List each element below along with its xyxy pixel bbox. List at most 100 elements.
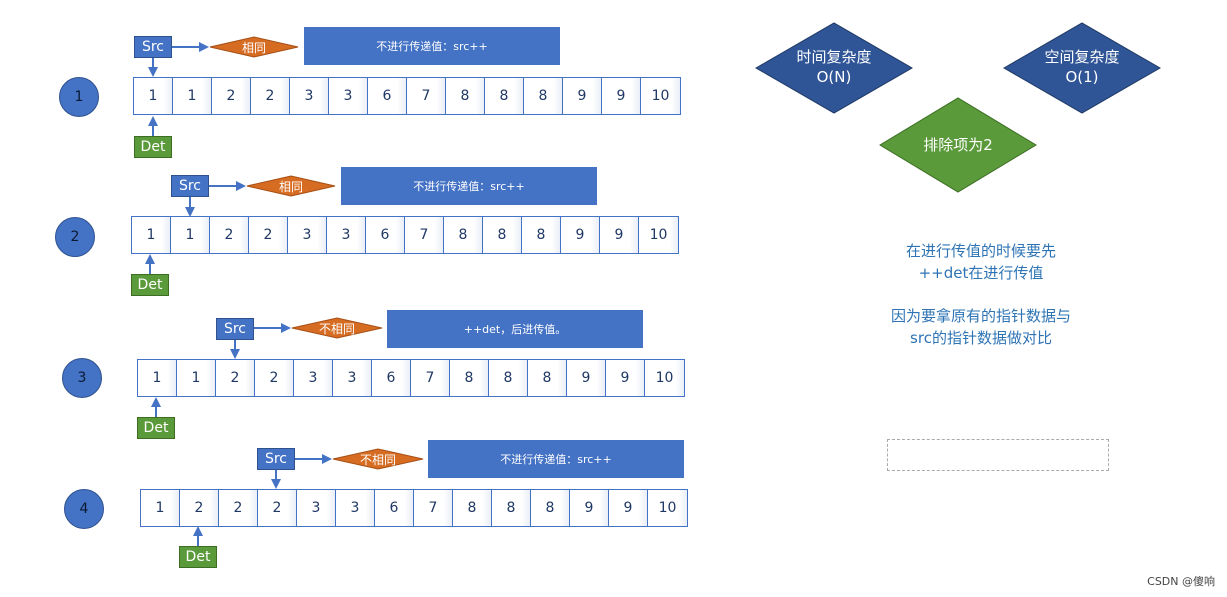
array-cell: 2 xyxy=(180,490,219,526)
row4-det-label: Det xyxy=(179,546,217,568)
array-cell: 10 xyxy=(645,360,684,396)
array-cell: 3 xyxy=(294,360,333,396)
array-cell: 8 xyxy=(522,217,561,253)
array-cell: 1 xyxy=(134,78,173,114)
array-cell: 8 xyxy=(453,490,492,526)
note-block-2: 因为要拿原有的指针数据与 src的指针数据做对比 xyxy=(861,305,1101,349)
array-cell: 1 xyxy=(138,360,177,396)
array-cell: 8 xyxy=(524,78,563,114)
time-complexity-text: 时间复杂度 O(N) xyxy=(774,47,894,87)
row3-compare-diamond xyxy=(291,317,383,339)
row2-compare-text: 相同 xyxy=(278,179,303,194)
note-line-2: ++det在进行传值 xyxy=(918,264,1044,282)
row2-src-label: Src xyxy=(171,175,209,197)
array-cell: 7 xyxy=(411,360,450,396)
empty-text-box[interactable] xyxy=(887,439,1109,471)
array-cell: 2 xyxy=(255,360,294,396)
array-cell: 8 xyxy=(492,490,531,526)
row1-action-box: 不进行传递值：src++ xyxy=(304,27,560,65)
row1-compare-diamond xyxy=(209,36,299,58)
step-circle-1: 1 xyxy=(59,77,99,117)
row1-compare-text: 相同 xyxy=(241,40,266,55)
space-complexity-diamond xyxy=(1002,22,1162,114)
array-cell: 8 xyxy=(450,360,489,396)
row4-action-box: 不进行传递值：src++ xyxy=(428,440,684,478)
exclude-diamond xyxy=(879,97,1037,193)
time-complexity-title: 时间复杂度 xyxy=(796,48,872,66)
array-cell: 1 xyxy=(173,78,212,114)
array-cell: 10 xyxy=(648,490,687,526)
space-complexity-value: O(1) xyxy=(1065,68,1099,86)
array-cell: 1 xyxy=(171,217,210,253)
array-cell: 3 xyxy=(329,78,368,114)
step-circle-4: 4 xyxy=(64,489,104,529)
array-cell: 8 xyxy=(489,360,528,396)
array-cell: 9 xyxy=(561,217,600,253)
note-line-4: src的指针数据做对比 xyxy=(910,329,1052,347)
array-cell: 8 xyxy=(483,217,522,253)
array-cell: 8 xyxy=(531,490,570,526)
row3-compare-text: 不相同 xyxy=(318,321,355,336)
note-line-1: 在进行传值的时候要先 xyxy=(905,242,1056,260)
note-line-3: 因为要拿原有的指针数据与 xyxy=(890,307,1071,325)
row4-src-label: Src xyxy=(257,448,295,470)
row1-src-label: Src xyxy=(134,36,172,58)
array-cell: 7 xyxy=(414,490,453,526)
array-cell: 9 xyxy=(600,217,639,253)
array-cell: 1 xyxy=(132,217,171,253)
row3-det-label: Det xyxy=(137,417,175,439)
time-complexity-diamond xyxy=(754,22,914,114)
row2-action-box: 不进行传递值：src++ xyxy=(341,167,597,205)
array-cell: 6 xyxy=(366,217,405,253)
array-cell: 3 xyxy=(333,360,372,396)
array-cell: 7 xyxy=(405,217,444,253)
array-cell: 1 xyxy=(141,490,180,526)
array-cell: 3 xyxy=(288,217,327,253)
array-cell: 6 xyxy=(368,78,407,114)
row4-compare-text: 不相同 xyxy=(359,452,396,467)
array-cell: 9 xyxy=(606,360,645,396)
array-cell: 6 xyxy=(372,360,411,396)
array-cell: 3 xyxy=(297,490,336,526)
array-cell: 8 xyxy=(446,78,485,114)
row1-det-label: Det xyxy=(134,136,172,158)
array-cell: 7 xyxy=(407,78,446,114)
array-cell: 2 xyxy=(216,360,255,396)
array-cell: 2 xyxy=(249,217,288,253)
array-cell: 2 xyxy=(212,78,251,114)
space-complexity-title: 空间复杂度 xyxy=(1044,48,1120,66)
array-cell: 2 xyxy=(251,78,290,114)
array-cell: 2 xyxy=(219,490,258,526)
array-cell: 6 xyxy=(375,490,414,526)
time-complexity-value: O(N) xyxy=(816,68,852,86)
space-complexity-text: 空间复杂度 O(1) xyxy=(1022,47,1142,87)
array-cell: 10 xyxy=(641,78,680,114)
array-cell: 8 xyxy=(444,217,483,253)
row2-compare-diamond xyxy=(246,175,336,197)
array-cell: 9 xyxy=(602,78,641,114)
array-cell: 9 xyxy=(609,490,648,526)
array-cell: 9 xyxy=(563,78,602,114)
exclude-text: 排除项为2 xyxy=(923,136,993,154)
row3-action-box: ++det，后进传值。 xyxy=(387,310,643,348)
row3-src-label: Src xyxy=(216,318,254,340)
watermark: CSDN @傻响 xyxy=(1147,575,1215,588)
array-cell: 9 xyxy=(570,490,609,526)
row2-det-label: Det xyxy=(131,274,169,296)
step-circle-3: 3 xyxy=(62,358,102,398)
row4-compare-diamond xyxy=(332,448,424,470)
array-cell: 2 xyxy=(210,217,249,253)
array-cell: 8 xyxy=(485,78,524,114)
array-cell: 3 xyxy=(290,78,329,114)
array-cell: 8 xyxy=(528,360,567,396)
array-cell: 3 xyxy=(327,217,366,253)
array-cell: 3 xyxy=(336,490,375,526)
note-block-1: 在进行传值的时候要先 ++det在进行传值 xyxy=(861,240,1101,284)
step-circle-2: 2 xyxy=(55,217,95,257)
array-cell: 10 xyxy=(639,217,678,253)
